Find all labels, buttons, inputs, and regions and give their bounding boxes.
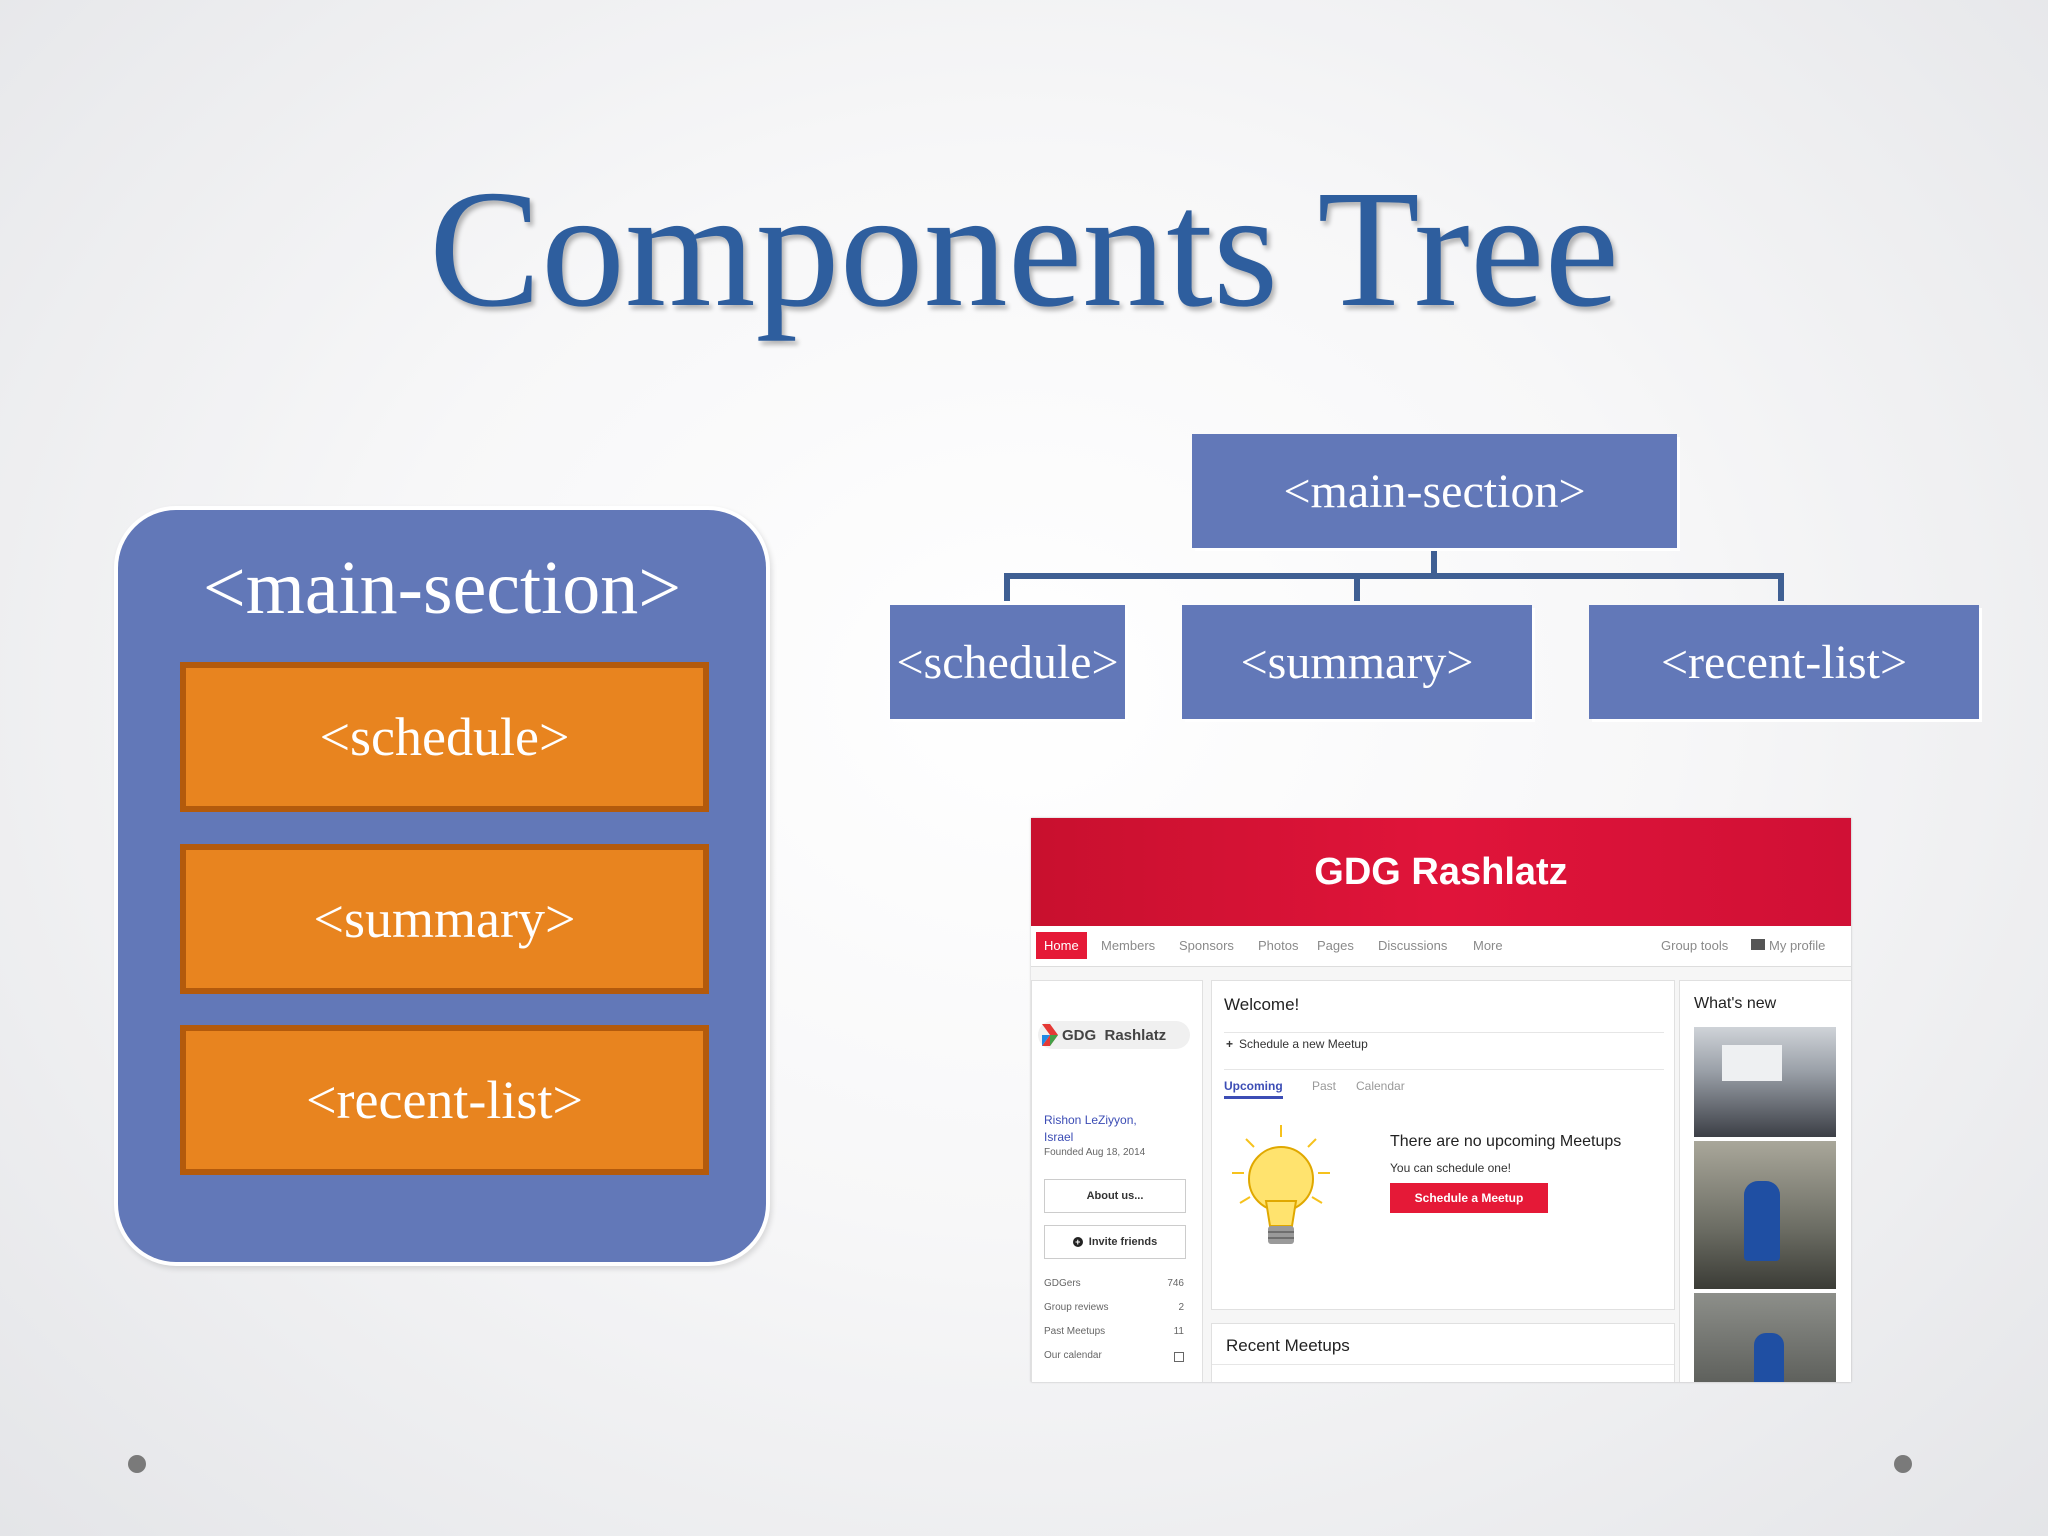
location-line-2[interactable]: Israel xyxy=(1044,1130,1074,1144)
tab-upcoming[interactable]: Upcoming xyxy=(1224,1079,1283,1099)
schedule-new-meetup-link[interactable]: + Schedule a new Meetup xyxy=(1226,1037,1368,1051)
no-meetups-title: There are no upcoming Meetups xyxy=(1390,1133,1622,1150)
stat-label: GDGers xyxy=(1044,1278,1081,1289)
stat-group-reviews[interactable]: Group reviews 2 xyxy=(1044,1302,1184,1313)
no-meetups-subtitle: You can schedule one! xyxy=(1390,1161,1511,1175)
gdg-chevron-icon xyxy=(1042,1024,1058,1046)
invite-friends-label: Invite friends xyxy=(1088,1236,1158,1248)
recent-meetups-heading: Recent Meetups xyxy=(1226,1336,1350,1355)
group-title: GDG Rashlatz xyxy=(1314,850,1568,893)
speaker-figure xyxy=(1744,1181,1780,1261)
nav-members[interactable]: Members xyxy=(1101,938,1156,953)
location-line-1[interactable]: Rishon LeZiyyon, xyxy=(1044,1113,1137,1127)
nav-sponsors[interactable]: Sponsors xyxy=(1179,938,1234,953)
tab-past[interactable]: Past xyxy=(1312,1079,1337,1093)
stat-value: 746 xyxy=(1167,1278,1184,1289)
welcome-heading: Welcome! xyxy=(1224,995,1300,1014)
tree-node-schedule: <schedule> xyxy=(890,605,1125,719)
group-sidebar: GDG Rashlatz Rishon LeZiyyon, Israel Fou… xyxy=(1031,980,1203,1382)
plus-icon: + xyxy=(1226,1037,1234,1051)
projector-screen xyxy=(1722,1045,1782,1081)
tree-root-main-section: <main-section> xyxy=(1192,434,1677,548)
slide-decoration-dot xyxy=(128,1455,146,1473)
lightbulb-icon xyxy=(1232,1125,1330,1244)
whats-new-panel: What's new xyxy=(1679,980,1851,1382)
slide-title: Components Tree xyxy=(428,156,1620,342)
group-nav-bar: Home Members Sponsors Photos Pages Discu… xyxy=(1031,926,1851,967)
divider xyxy=(1212,1364,1674,1365)
app-screenshot: GDG Rashlatz Home Members Sponsors Photo… xyxy=(1031,818,1851,1382)
schedule-box: <schedule> xyxy=(180,662,709,812)
profile-avatar-icon xyxy=(1751,939,1765,950)
event-photo-3[interactable] xyxy=(1694,1293,1836,1382)
stat-value: 11 xyxy=(1173,1326,1184,1337)
plus-circle-icon: + xyxy=(1072,1237,1083,1247)
event-photo-1[interactable] xyxy=(1694,1027,1836,1137)
tree-node-recent-list: <recent-list> xyxy=(1589,605,1979,719)
schedule-new-meetup-label: Schedule a new Meetup xyxy=(1239,1037,1368,1051)
nav-more[interactable]: More xyxy=(1473,938,1503,953)
stat-gdgers[interactable]: GDGers 746 xyxy=(1044,1278,1184,1289)
nav-home[interactable]: Home xyxy=(1036,932,1087,959)
stat-past-meetups[interactable]: Past Meetups 11 xyxy=(1044,1326,1184,1337)
nav-my-profile[interactable]: My profile xyxy=(1769,938,1826,953)
divider xyxy=(1224,1032,1664,1033)
main-section-label: <main-section> xyxy=(202,546,682,630)
tree-node-summary: <summary> xyxy=(1182,605,1532,719)
schedule-meetup-button[interactable]: Schedule a Meetup xyxy=(1390,1183,1548,1213)
slide-decoration-dot xyxy=(1894,1455,1912,1473)
calendar-icon xyxy=(1174,1352,1184,1362)
divider xyxy=(1224,1069,1664,1070)
summary-box: <summary> xyxy=(180,844,709,994)
group-logo-text: GDG Rashlatz xyxy=(1062,1027,1167,1044)
recent-meetups-panel: Recent Meetups xyxy=(1211,1323,1675,1382)
stat-label: Past Meetups xyxy=(1044,1326,1106,1337)
nav-pages[interactable]: Pages xyxy=(1317,938,1354,953)
stat-label: Our calendar xyxy=(1044,1350,1102,1361)
group-banner: GDG Rashlatz xyxy=(1031,818,1851,926)
nav-photos[interactable]: Photos xyxy=(1258,938,1299,953)
about-us-button[interactable]: About us... xyxy=(1044,1179,1186,1213)
recent-list-box: <recent-list> xyxy=(180,1025,709,1175)
event-photo-2[interactable] xyxy=(1694,1141,1836,1289)
stat-label: Group reviews xyxy=(1044,1302,1109,1313)
nav-discussions[interactable]: Discussions xyxy=(1378,938,1448,953)
stat-our-calendar[interactable]: Our calendar xyxy=(1044,1350,1184,1362)
nav-group-tools[interactable]: Group tools xyxy=(1661,938,1729,953)
speaker-figure xyxy=(1754,1333,1784,1382)
stat-value: 2 xyxy=(1178,1302,1184,1313)
founded-date: Founded Aug 18, 2014 xyxy=(1044,1147,1146,1158)
whats-new-heading: What's new xyxy=(1694,995,1777,1012)
welcome-panel: Welcome! + Schedule a new Meetup Upcoming… xyxy=(1211,980,1675,1310)
group-logo: GDG Rashlatz xyxy=(1038,1021,1190,1049)
main-section-container: <main-section> <schedule> <summary> <rec… xyxy=(118,510,766,1262)
tab-calendar[interactable]: Calendar xyxy=(1356,1079,1405,1093)
invite-friends-button[interactable]: + Invite friends xyxy=(1044,1225,1186,1259)
